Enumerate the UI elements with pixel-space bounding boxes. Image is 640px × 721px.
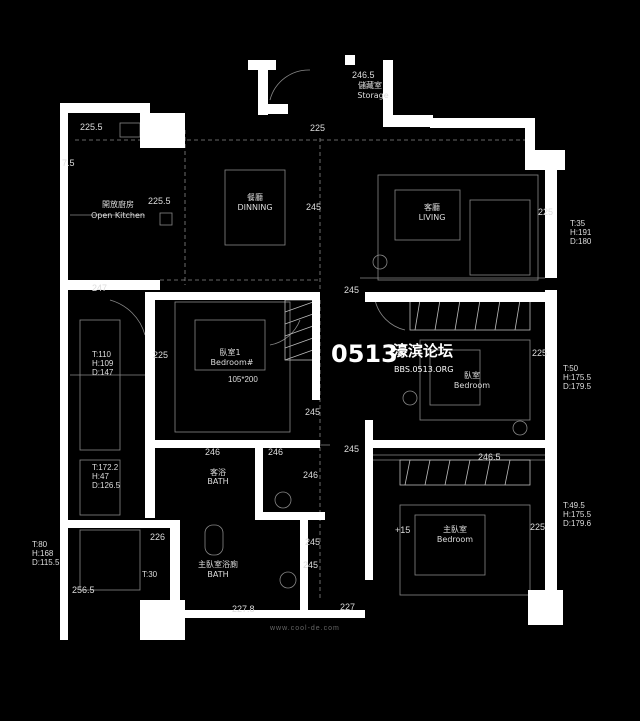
dim-label: 226 (150, 532, 165, 542)
walls (60, 55, 565, 640)
spec-s7: T:30 (142, 570, 158, 579)
dim-label: 225 (538, 207, 553, 217)
brand-name: 濠滨论坛 (393, 342, 453, 360)
watermark: www.cool-de.com (269, 625, 340, 632)
dim-label: 245 (303, 560, 318, 570)
spec-s5-d: D:179.6 (563, 519, 592, 528)
dim-label: 245 (305, 407, 320, 417)
dim-label: 227.8 (232, 604, 255, 614)
dim-label: 245 (306, 202, 321, 212)
room-living-en: LIVING (419, 213, 446, 222)
room-bath-en: BATH (207, 477, 228, 486)
room-mbath-cn: 主臥室浴廁 (198, 559, 238, 569)
room-master-cn: 主臥室 (443, 524, 467, 534)
dim-label: 225 (310, 123, 325, 133)
spec-s4-t: T:172.2 (92, 463, 119, 472)
dim-label: 105*200 (228, 375, 258, 384)
room-dining-cn: 餐廳 (247, 192, 263, 202)
dim-label: 246 (205, 447, 220, 457)
spec-s6-d: D:115.5 (32, 558, 60, 567)
brand-url: BBS.0513.ORG (394, 365, 453, 374)
spec-s4-h: H:47 (92, 472, 109, 481)
spec-s3-t: T:50 (563, 364, 579, 373)
dim-label: 246 (268, 447, 283, 457)
spec-labels: T:35 H:191 D:180 T:110 H:109 D:147 T:50 … (32, 219, 592, 579)
room-dining-en: DINNING (237, 203, 272, 212)
room-bath-cn: 客浴 (210, 467, 226, 477)
dim-label: 227 (340, 602, 355, 612)
dim-label: 246 (303, 470, 318, 480)
spec-s6-t: T:80 (32, 540, 48, 549)
spec-s2-t: T:110 (92, 350, 112, 359)
dim-label: 256.5 (72, 585, 95, 595)
dimension-labels: 225.5 225 246.5 225.5 7.5 245 225 247 24… (62, 70, 553, 614)
dim-label: 247 (92, 283, 107, 293)
spec-s1-h: H:191 (570, 228, 592, 237)
spec-s2-d: D:147 (92, 368, 114, 377)
dim-label: 225.5 (80, 122, 103, 132)
brand-overlay: 0513 濠滨论坛 BBS.0513.ORG (330, 336, 453, 374)
dim-label: 225 (153, 350, 168, 360)
spec-s4-d: D:126.5 (92, 481, 121, 490)
room-mbath-en: BATH (207, 570, 228, 579)
dim-label: 245 (305, 537, 320, 547)
room-labels: 開放廚房 Open Kitchen 餐廳 DINNING 客廳 LIVING 儲… (91, 80, 490, 579)
brand-logo-box (330, 336, 392, 368)
dim-label: 7.5 (62, 158, 75, 168)
room-master-en: Bedroom (437, 535, 473, 544)
dim-label: +15 (395, 525, 410, 535)
spec-s6-h: H:168 (32, 549, 54, 558)
room-bed1-en: Bedroom# (211, 358, 254, 367)
spec-s2-h: H:109 (92, 359, 114, 368)
room-storage-cn: 儲藏室 (358, 80, 382, 90)
dim-label: 246.5 (478, 452, 501, 462)
spec-s5-h: H:175.5 (563, 510, 592, 519)
dim-label: 225.5 (148, 196, 171, 206)
dim-label: 225 (530, 522, 545, 532)
dim-label: 245 (344, 444, 359, 454)
spec-s3-h: H:175.5 (563, 373, 592, 382)
room-bed2-en: Bedroom (454, 381, 490, 390)
room-storage-en: Storage (357, 91, 388, 100)
dim-label: 225 (532, 348, 547, 358)
room-bed1-cn: 臥室1 (219, 347, 240, 357)
brand-logo: 0513 (331, 340, 398, 368)
room-kitchen-cn: 開放廚房 (102, 199, 134, 209)
room-kitchen-en: Open Kitchen (91, 211, 145, 220)
dim-label: 246.5 (352, 70, 375, 80)
room-living-cn: 客廳 (424, 202, 440, 212)
spec-s1-t: T:35 (570, 219, 586, 228)
dim-label: 245 (344, 285, 359, 295)
room-bed2-cn: 臥室 (464, 370, 480, 380)
spec-s5-t: T:49.5 (563, 501, 585, 510)
spec-s3-d: D:179.5 (563, 382, 592, 391)
spec-s1-d: D:180 (570, 237, 592, 246)
